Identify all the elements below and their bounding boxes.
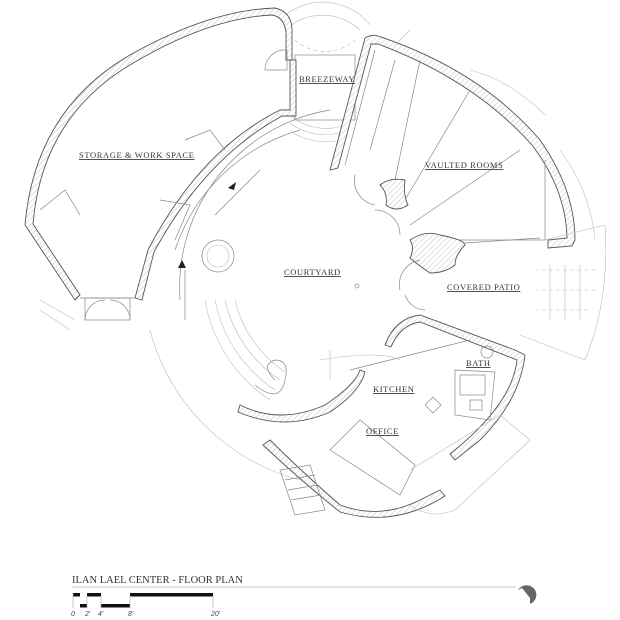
arrow-icon [178, 260, 186, 268]
north-arrow-icon: N [518, 585, 537, 606]
room-label-bath: BATH [466, 358, 491, 368]
scale-tick-label: 0 [71, 611, 75, 618]
scale-tick-label: 20' [210, 611, 221, 618]
scale-bar: 0 2' 4' 8' 20' [71, 593, 221, 618]
room-label-covered-patio: COVERED PATIO [447, 282, 520, 292]
courtyard-geometry [149, 109, 360, 481]
arrow-icon [228, 182, 236, 190]
room-label-breezeway: BREEZEWAY [299, 74, 355, 84]
scale-tick-label: 4' [98, 611, 104, 618]
room-label-office: OFFICE [366, 426, 399, 436]
kitchen-office-wing [237, 314, 531, 518]
room-label-vaulted-rooms: VAULTED ROOMS [425, 160, 503, 170]
scale-tick-label: 8' [128, 611, 134, 618]
room-label-kitchen: KITCHEN [373, 384, 415, 394]
covered-patio-geometry [399, 224, 607, 361]
storage-wing [24, 7, 297, 331]
scale-tick-label: 2' [84, 611, 91, 618]
vaulted-wing [329, 29, 596, 274]
plan-title: ILAN LAEL CENTER - FLOOR PLAN [72, 575, 243, 586]
room-label-courtyard: COURTYARD [284, 267, 341, 277]
north-letter: N [524, 600, 528, 606]
breezeway-geometry [279, 1, 371, 143]
room-label-storage: STORAGE & WORK SPACE [79, 150, 195, 160]
